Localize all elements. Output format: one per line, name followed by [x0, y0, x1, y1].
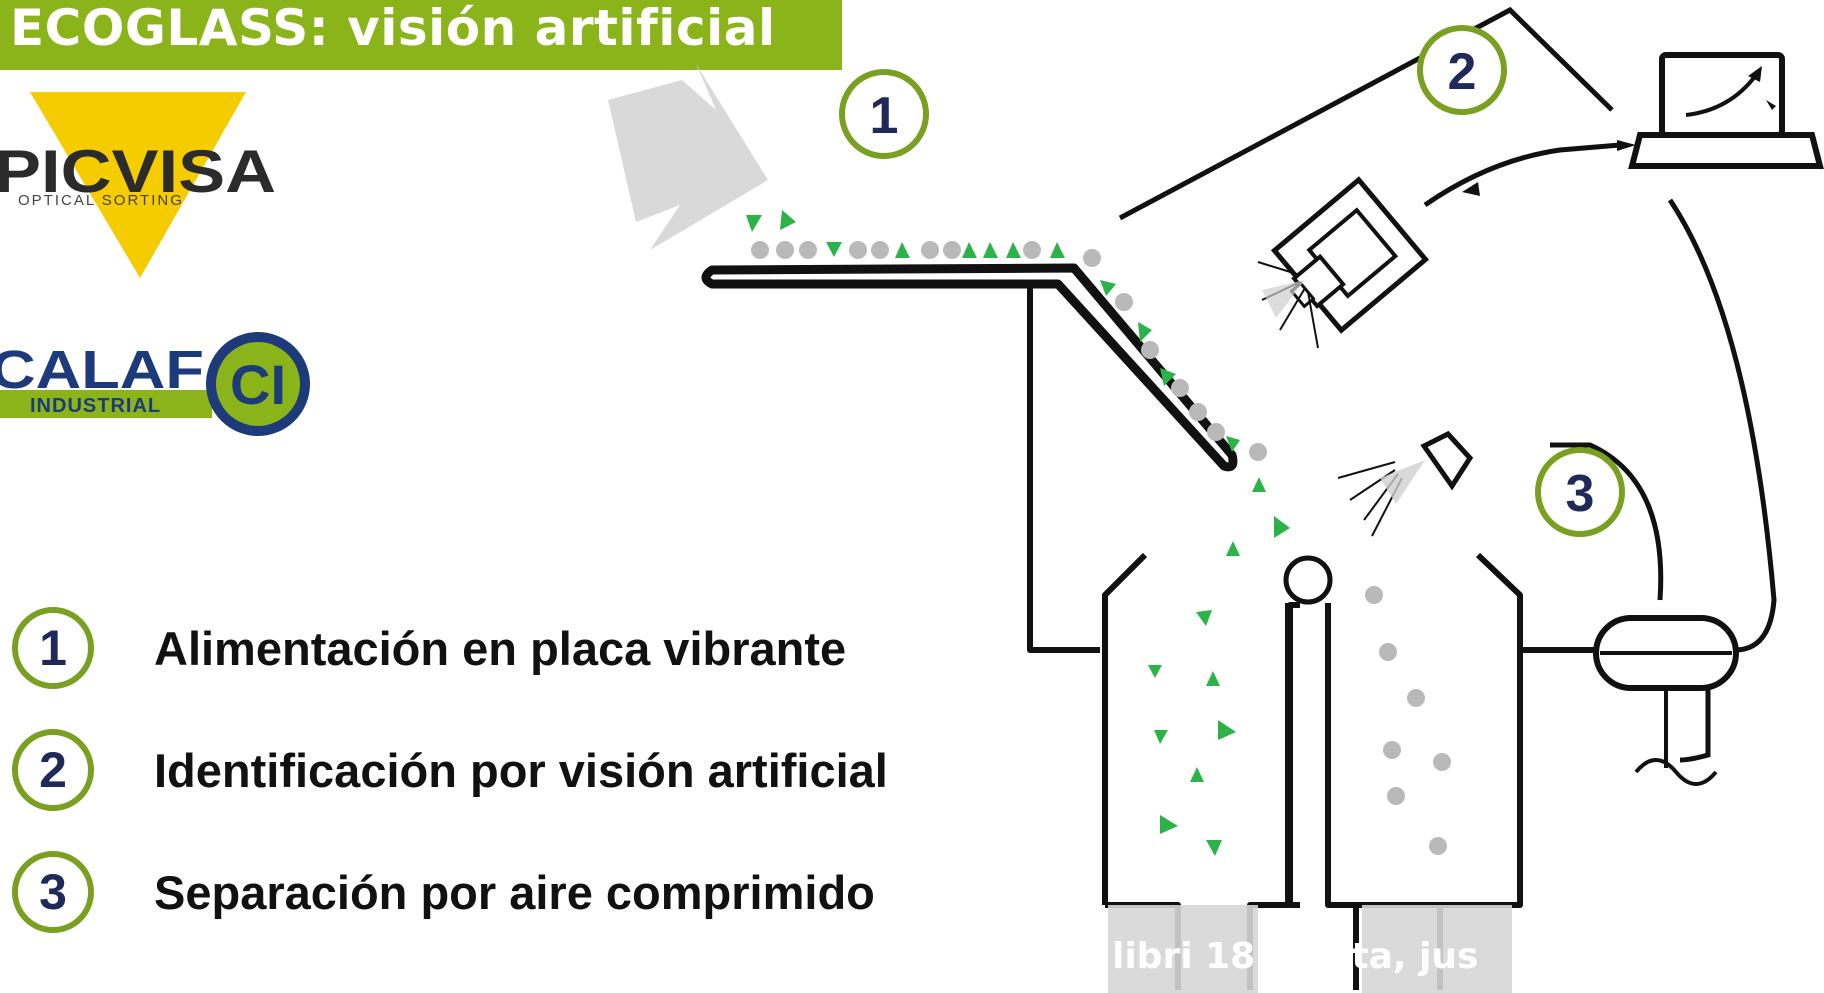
- compressor-valve-icon: [1593, 615, 1739, 786]
- diagram-marker-1: 1: [839, 69, 929, 159]
- calaf-logo-sub: INDUSTRIAL: [30, 395, 161, 417]
- cable-arrow-icon: [1462, 182, 1480, 196]
- diagram-marker-2: 2: [1417, 25, 1507, 115]
- step-number-badge: 3: [12, 851, 94, 933]
- left-outlet: [1108, 905, 1258, 993]
- separator-roller: [1283, 555, 1333, 605]
- step-label: Separación por aire comprimido: [154, 865, 875, 919]
- input-arrow: [608, 64, 768, 250]
- picvisa-logo: PICVISA OPTICAL SORTING: [0, 92, 276, 278]
- title-bar: ECOGLASS: visión artificial: [0, 0, 842, 70]
- calaf-logo-mark: CI: [230, 353, 286, 416]
- diagram-marker-number: 1: [870, 87, 899, 145]
- footer-text-fragment: libri 18 ... rita, jus: [1112, 936, 1479, 977]
- diagram-marker-number: 2: [1448, 43, 1477, 101]
- cables: [1118, 6, 1777, 763]
- machine-frame: [1027, 284, 1595, 990]
- diagram-marker-3: 3: [1535, 447, 1625, 537]
- air-blast-cone: [1380, 460, 1425, 504]
- sorting-machine-diagram: 1 2 3: [608, 6, 1824, 993]
- camera-light-cone: [1262, 280, 1305, 318]
- step-label: Alimentación en placa vibrante: [154, 621, 847, 675]
- step-number-badge: 1: [12, 607, 94, 689]
- legend-item-2: 2 Identificación por visión artificial: [12, 722, 888, 818]
- diagram-marker-number: 3: [1566, 465, 1595, 523]
- step-label: Identificación por visión artificial: [154, 743, 888, 797]
- cable-arrow-icon: [1617, 140, 1636, 151]
- step-number-badge: 2: [12, 729, 94, 811]
- calaf-logo: CALAF INDUSTRIAL CI: [0, 332, 310, 436]
- legend-item-3: 3 Separación por aire comprimido: [12, 844, 875, 940]
- vibrating-plate: [701, 263, 1238, 472]
- picvisa-logo-text: PICVISA: [0, 138, 276, 205]
- laptop-icon: [1628, 52, 1824, 169]
- picvisa-logo-tagline: OPTICAL SORTING: [18, 192, 184, 209]
- right-outlet: [1362, 905, 1512, 993]
- page-title: ECOGLASS: visión artificial: [10, 0, 776, 57]
- legend-item-1: 1 Alimentación en placa vibrante: [12, 600, 846, 696]
- glass-particles: [746, 210, 1451, 856]
- calaf-logo-text: CALAF: [0, 340, 204, 400]
- camera-icon: [1270, 176, 1430, 334]
- air-nozzle-icon: [1420, 430, 1474, 491]
